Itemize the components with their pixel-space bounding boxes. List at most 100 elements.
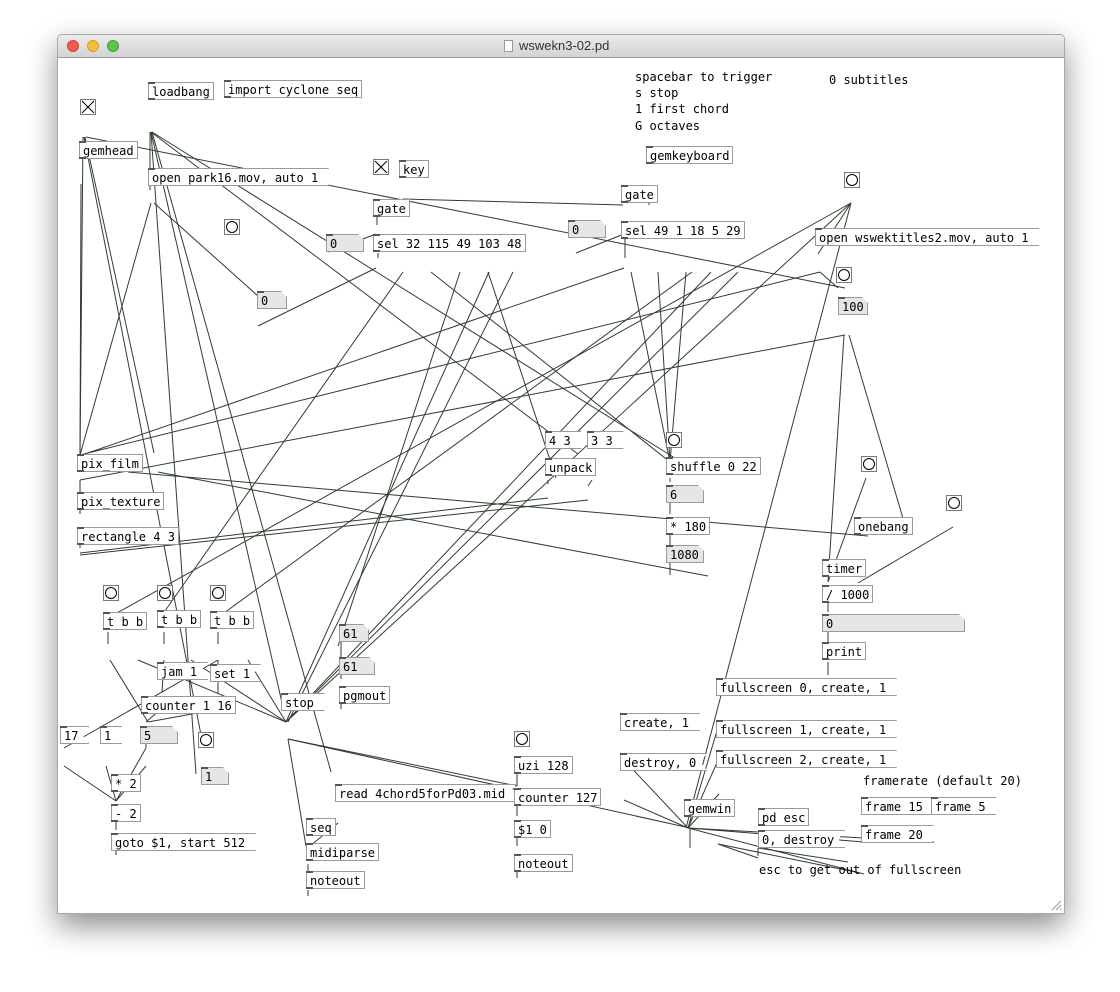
rectangle-object[interactable]: rectangle 4 3 xyxy=(77,527,179,545)
number-box-61a[interactable]: 61 xyxy=(339,624,369,642)
pix-texture-object[interactable]: pix_texture xyxy=(77,492,165,510)
onebang-object[interactable]: onebang xyxy=(854,517,913,535)
import-object[interactable]: import cyclone seq xyxy=(224,80,363,98)
midiparse-object[interactable]: midiparse xyxy=(306,843,380,861)
multiply-2-object[interactable]: * 2 xyxy=(111,774,141,792)
number-box-timer[interactable]: 0 xyxy=(822,614,965,632)
bang-circle-icon xyxy=(668,434,680,446)
bang-tbb-1[interactable] xyxy=(103,585,119,601)
bang-circle-icon xyxy=(200,734,212,746)
document-icon xyxy=(504,40,513,52)
octave-comment: G octaves xyxy=(635,119,701,133)
timer-object[interactable]: timer xyxy=(822,559,867,577)
stop-message[interactable]: stop xyxy=(281,693,325,711)
bang-circle-icon xyxy=(159,587,171,599)
fullscreen-0-message[interactable]: fullscreen 0, create, 1 xyxy=(716,678,897,696)
resize-grip-icon[interactable] xyxy=(1050,899,1062,911)
noteout-object-1[interactable]: noteout xyxy=(306,871,365,889)
message-3-3[interactable]: 3 3 xyxy=(587,431,624,449)
gate-object-1[interactable]: gate xyxy=(373,199,410,217)
destroy-message[interactable]: destroy, 0 xyxy=(620,753,707,771)
counter-127-object[interactable]: counter 127 xyxy=(514,788,602,806)
goto-message[interactable]: goto $1, start 512 xyxy=(111,833,256,851)
print-object[interactable]: print xyxy=(822,642,867,660)
open-park-message[interactable]: open park16.mov, auto 1 xyxy=(148,168,329,186)
noteout-object-2[interactable]: noteout xyxy=(514,854,573,872)
sel-object-2[interactable]: sel 49 1 18 5 29 xyxy=(621,221,745,239)
number-box-5[interactable]: 5 xyxy=(140,726,178,744)
create-message[interactable]: create, 1 xyxy=(620,713,700,731)
number-box-61b[interactable]: 61 xyxy=(339,657,375,675)
bang-100[interactable] xyxy=(836,267,852,283)
bang-titles[interactable] xyxy=(844,172,860,188)
number-box-sel2[interactable]: 0 xyxy=(568,220,606,238)
jam-message[interactable]: jam 1 xyxy=(157,662,208,680)
bang-circle-icon xyxy=(226,221,238,233)
number-box-6[interactable]: 6 xyxy=(666,485,704,503)
fullscreen-2-message[interactable]: fullscreen 2, create, 1 xyxy=(716,750,897,768)
bang-onebang[interactable] xyxy=(861,456,877,472)
trigger-object-2[interactable]: t b b xyxy=(157,610,202,628)
framerate-comment: framerate (default 20) xyxy=(863,774,1022,788)
frame-20-message[interactable]: frame 20 xyxy=(861,825,934,843)
bang-counter[interactable] xyxy=(198,732,214,748)
divide-1000-object[interactable]: / 1000 xyxy=(822,585,874,603)
patch-canvas[interactable]: spacebar to trigger s stop 1 first chord… xyxy=(58,58,1064,913)
toggle-x-icon xyxy=(81,100,95,114)
patch-cords xyxy=(63,131,954,896)
unpack-object[interactable]: unpack xyxy=(545,458,597,476)
message-1[interactable]: 1 xyxy=(100,726,122,744)
read-message[interactable]: read 4chord5forPd03.mid xyxy=(335,784,516,802)
trigger-object-3[interactable]: t b b xyxy=(210,611,255,629)
stop-comment: s stop xyxy=(635,86,679,100)
bang-circle-icon xyxy=(863,458,875,470)
bang-tbb-3[interactable] xyxy=(210,585,226,601)
frame-15-message[interactable]: frame 15 xyxy=(861,797,934,815)
number-box-mid[interactable]: 0 xyxy=(257,291,287,309)
uzi-object[interactable]: uzi 128 xyxy=(514,756,573,774)
number-box-100[interactable]: 100 xyxy=(838,297,868,315)
number-box-1[interactable]: 1 xyxy=(201,767,229,785)
gemkeyboard-object[interactable]: gemkeyboard xyxy=(646,146,734,164)
bang-1[interactable] xyxy=(224,219,240,235)
seq-object[interactable]: seq xyxy=(306,818,336,836)
open-titles-message[interactable]: open wswektitles2.mov, auto 1 xyxy=(815,228,1040,246)
gem-toggle[interactable] xyxy=(80,99,96,115)
subtract-2-object[interactable]: - 2 xyxy=(111,804,141,822)
multiply-180-object[interactable]: * 180 xyxy=(666,517,711,535)
number-box-sel1[interactable]: 0 xyxy=(326,234,364,252)
gemhead-object[interactable]: gemhead xyxy=(79,141,138,159)
pd-esc-object[interactable]: pd esc xyxy=(758,808,810,826)
counter-object[interactable]: counter 1 16 xyxy=(141,696,236,714)
close-button[interactable] xyxy=(67,40,79,52)
set-message[interactable]: set 1 xyxy=(210,664,261,682)
zoom-button[interactable] xyxy=(107,40,119,52)
message-4-3[interactable]: 4 3 xyxy=(545,431,582,449)
esc-comment: esc to get out of fullscreen xyxy=(759,863,962,877)
bang-circle-icon xyxy=(948,497,960,509)
frame-5-message[interactable]: frame 5 xyxy=(931,797,997,815)
loadbang-object[interactable]: loadbang xyxy=(148,82,214,100)
pix-film-object[interactable]: pix_film xyxy=(77,454,143,472)
sel-object-1[interactable]: sel 32 115 49 103 48 xyxy=(373,234,526,252)
key-object[interactable]: key xyxy=(399,160,429,178)
pgmout-object[interactable]: pgmout xyxy=(339,686,391,704)
bang-shuffle[interactable] xyxy=(666,432,682,448)
bang-tbb-2[interactable] xyxy=(157,585,173,601)
bang-uzi[interactable] xyxy=(514,731,530,747)
number-box-1080[interactable]: 1080 xyxy=(666,545,704,563)
window-title: wswekn3-02.pd xyxy=(519,38,610,53)
bang-timer[interactable] xyxy=(946,495,962,511)
subtitles-comment: 0 subtitles xyxy=(829,73,909,87)
dollar-zero-object[interactable]: $1 0 xyxy=(514,820,551,838)
key-toggle[interactable] xyxy=(373,159,389,175)
minimize-button[interactable] xyxy=(87,40,99,52)
title-bar[interactable]: wswekn3-02.pd xyxy=(58,35,1064,58)
shuffle-object[interactable]: shuffle 0 22 xyxy=(666,457,761,475)
gemwin-object[interactable]: gemwin xyxy=(684,799,736,817)
gate-object-2[interactable]: gate xyxy=(621,185,658,203)
trigger-object-1[interactable]: t b b xyxy=(103,612,148,630)
fullscreen-1-message[interactable]: fullscreen 1, create, 1 xyxy=(716,720,897,738)
bang-circle-icon xyxy=(105,587,117,599)
zero-destroy-message[interactable]: 0, destroy xyxy=(758,830,845,848)
